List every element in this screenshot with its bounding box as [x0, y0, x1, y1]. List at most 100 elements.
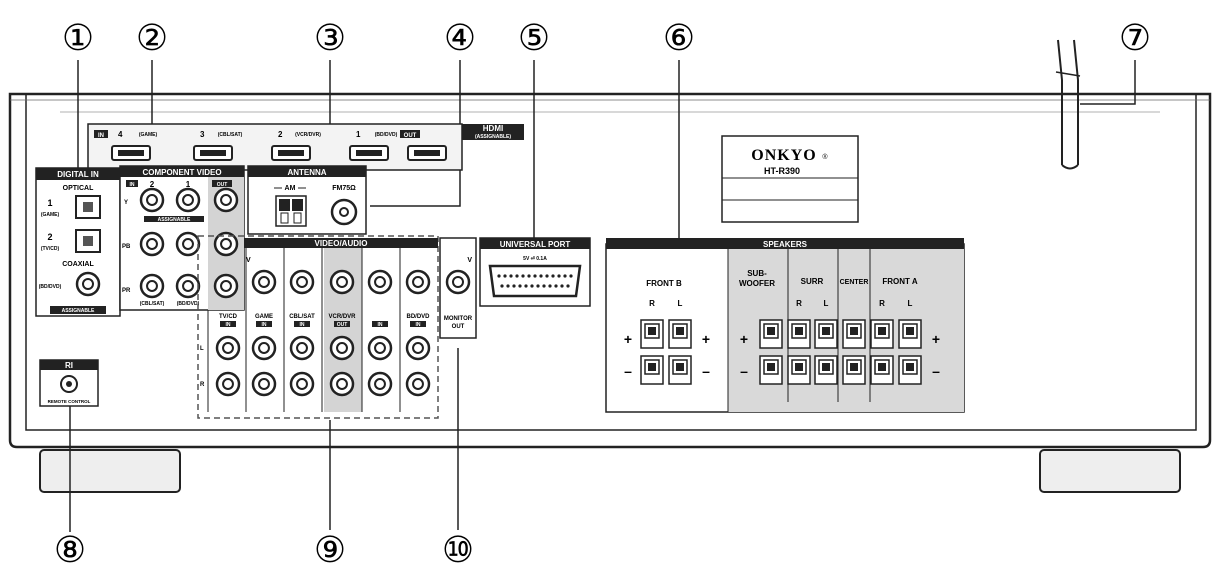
hdmi-in-tag: IN — [98, 133, 104, 139]
brand-logo: ONKYO — [751, 147, 816, 164]
speaker-polarity: + — [932, 331, 940, 347]
va-col-tag: OUT — [337, 322, 348, 328]
speaker-polarity: R — [879, 299, 885, 308]
pin — [521, 274, 525, 278]
audio-r-jack — [405, 371, 431, 397]
va-col-name: BD/DVD — [406, 314, 430, 320]
audio-r-jack — [367, 371, 393, 397]
pin — [542, 284, 546, 288]
va-col-tag: IN — [262, 322, 267, 328]
speaker-terminal — [814, 319, 838, 349]
pin — [551, 274, 555, 278]
digital-in-section: DIGITAL IN OPTICAL 1 (GAME) 2 (TV/CD) CO… — [35, 167, 121, 317]
video-jack — [289, 269, 315, 295]
speaker-terminal — [787, 319, 811, 349]
digital-in-title: DIGITAL IN — [57, 170, 99, 179]
va-col-name: TV/CD — [219, 314, 238, 320]
speaker-polarity: – — [624, 363, 632, 379]
speaker-terminal — [668, 355, 692, 385]
callout-3: ③ — [314, 18, 346, 59]
center-label: CENTER — [840, 279, 869, 286]
speaker-terminal — [898, 319, 922, 349]
optical-label: OPTICAL — [63, 185, 94, 192]
front-a-label: FRONT A — [882, 277, 917, 286]
pin — [557, 274, 561, 278]
am-label: AM — [285, 185, 296, 192]
component-jack — [213, 273, 239, 299]
surr-label: SURR — [801, 277, 824, 286]
speaker-terminal — [842, 319, 866, 349]
component-jack — [139, 273, 165, 299]
component-title: COMPONENT VIDEO — [142, 168, 221, 177]
optical-2-num: 2 — [47, 232, 52, 242]
audio-r-jack — [329, 371, 355, 397]
speaker-terminal — [759, 355, 783, 385]
callout-6: ⑥ — [663, 18, 695, 59]
callout-10: ⑩ — [442, 530, 474, 571]
subwoofer-label-1: SUB- — [747, 269, 767, 278]
pin — [530, 284, 534, 288]
video-jack — [405, 269, 431, 295]
va-col-name: GAME — [255, 314, 273, 320]
video-jack — [367, 269, 393, 295]
speaker-terminal — [870, 355, 894, 385]
va-col-tag: IN — [416, 322, 421, 328]
pin — [569, 274, 573, 278]
pin — [536, 284, 540, 288]
left-foot — [39, 449, 181, 493]
callout-7: ⑦ — [1119, 18, 1151, 59]
va-row-v: V — [246, 257, 251, 264]
speaker-polarity: – — [702, 363, 710, 379]
pin — [566, 284, 570, 288]
speaker-polarity: L — [908, 299, 913, 308]
pin — [545, 274, 549, 278]
universal-title: UNIVERSAL PORT — [500, 240, 571, 249]
hdmi-in-port — [271, 145, 311, 161]
va-col-name: VCR/DVR — [328, 314, 356, 320]
hdmi-section: HDMI (ASSIGNABLE) IN 4(GAME)3(CBL/SAT)2(… — [87, 123, 524, 171]
pin — [503, 274, 507, 278]
speaker-polarity: – — [932, 363, 940, 379]
va-col-name: CBL/SAT — [289, 314, 315, 320]
pin — [500, 284, 504, 288]
pin — [563, 274, 567, 278]
pin — [515, 274, 519, 278]
brand-label: ONKYO ® HT-R390 — [721, 135, 859, 223]
audio-l-jack — [251, 335, 277, 361]
video-jack — [329, 269, 355, 295]
brand-trademark: ® — [822, 153, 828, 161]
component-jack — [175, 187, 201, 213]
va-row-r: R — [200, 382, 205, 388]
hdmi-subtitle: (ASSIGNABLE) — [475, 134, 511, 140]
coaxial-name: (BD/DVD) — [39, 284, 62, 290]
pin — [506, 284, 510, 288]
va-col-tag: IN — [378, 322, 383, 328]
component-in2-name: (CBL/SAT) — [140, 301, 165, 307]
component-row-y: Y — [124, 200, 128, 206]
speaker-polarity: – — [740, 363, 748, 379]
component-jack — [175, 231, 201, 257]
video-audio-section: VIDEO/AUDIO V L R TV/CDINGAMEINCBL/SATIN… — [197, 235, 477, 419]
monitor-label: MONITOR — [444, 316, 473, 322]
callout-markers: ① ② ③ ④ ⑤ ⑥ ⑦ ⑧ ⑨ ⑩ — [54, 18, 1151, 571]
component-row-pr: PR — [122, 288, 131, 294]
front-b-label: FRONT B — [646, 279, 682, 288]
hdmi-out-tag: OUT — [404, 133, 417, 139]
speaker-polarity: L — [678, 299, 683, 308]
hdmi-port-name: (GAME) — [139, 132, 158, 138]
monitor-v: V — [467, 257, 472, 264]
hdmi-title: HDMI — [483, 124, 503, 133]
audio-l-jack — [289, 335, 315, 361]
component-assignable: ASSIGNABLE — [158, 217, 191, 223]
callout-5: ⑤ — [518, 18, 550, 59]
pin — [539, 274, 543, 278]
pin — [524, 284, 528, 288]
fm-label: FM75Ω — [332, 185, 356, 192]
component-video-section: COMPONENT VIDEO IN 2 1 OUT Y PB PR ASSIG… — [119, 165, 245, 311]
audio-l-jack — [367, 335, 393, 361]
optical-1-name: (GAME) — [41, 212, 60, 218]
digital-assignable: ASSIGNABLE — [62, 308, 95, 314]
speaker-terminal — [870, 319, 894, 349]
audio-r-jack — [251, 371, 277, 397]
callout-1: ① — [62, 18, 94, 59]
